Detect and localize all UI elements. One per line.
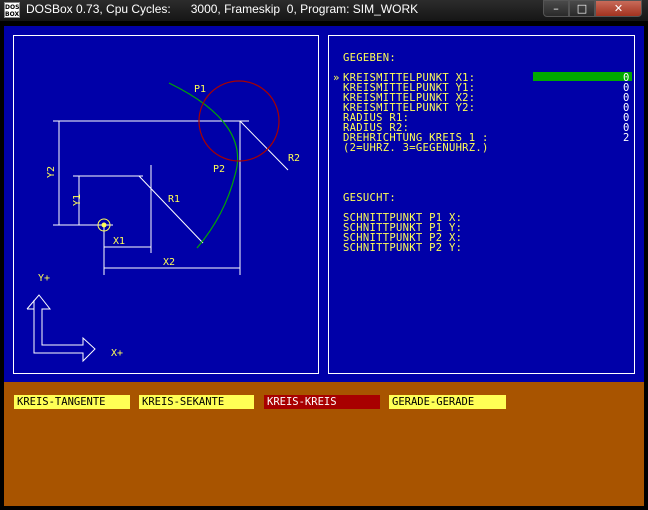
label-y1: Y1 <box>72 194 83 206</box>
label-r2: R2 <box>288 153 300 164</box>
label-r1: R1 <box>168 194 180 205</box>
menu-kreis-kreis-button[interactable]: KREIS-KREIS <box>264 395 380 409</box>
label-p1: P1 <box>194 84 206 95</box>
window-title: DOSBox 0.73, Cpu Cycles: 3000, Frameskip… <box>26 2 419 16</box>
drawing-panel <box>13 35 319 374</box>
y-axis-arrowhead <box>26 294 96 363</box>
field-label-y1: KREISMITTELPUNKT Y1: <box>343 82 476 94</box>
field-label-r2: RADIUS R2: <box>343 122 410 134</box>
circle-circle-diagram: P1 P2 R1 R2 X1 X2 Y1 Y2 X+ Y+ <box>26 80 300 363</box>
field-value-x1[interactable]: 0 <box>623 72 630 84</box>
minimize-button[interactable]: – <box>543 0 569 17</box>
menu-kreis-tangente-button[interactable]: KREIS-TANGENTE <box>14 395 130 409</box>
field-label-x1: KREISMITTELPUNKT X1: <box>343 72 476 84</box>
menu-gerade-gerade-button[interactable]: GERADE-GERADE <box>389 395 506 409</box>
main-blue-area <box>4 26 644 382</box>
field-label-x2: KREISMITTELPUNKT X2: <box>343 92 476 104</box>
result-label-p1x: SCHNITTPUNKT P1 X: <box>343 212 463 224</box>
circle1-arc <box>168 82 239 249</box>
direction-hint: (2=UHRZ. 3=GEGENUHRZ.) <box>343 142 489 154</box>
center-mark <box>97 218 111 232</box>
field-value-x2[interactable]: 0 <box>623 92 630 104</box>
window-titlebar[interactable]: DOS BOX DOSBox 0.73, Cpu Cycles: 3000, F… <box>0 0 648 22</box>
maximize-button[interactable]: □ <box>569 0 595 17</box>
circle2 <box>198 80 280 162</box>
result-label-p2y: SCHNITTPUNKT P2 Y: <box>343 242 463 254</box>
field-label-y2: KREISMITTELPUNKT Y2: <box>343 102 476 114</box>
r1-radius-line <box>138 175 204 244</box>
label-x2: X2 <box>163 257 175 268</box>
label-p2: P2 <box>213 164 225 175</box>
sought-heading: GESUCHT: <box>343 192 396 204</box>
menu-kreis-sekante-button[interactable]: KREIS-SEKANTE <box>139 395 254 409</box>
close-button[interactable]: ✕ <box>595 0 642 17</box>
field-value-y2[interactable]: 0 <box>623 102 630 114</box>
input-cursor: » <box>333 72 340 84</box>
field-value-r2[interactable]: 0 <box>623 122 630 134</box>
label-x-axis: X+ <box>111 348 123 359</box>
field-label-direction: DREHRICHTUNG KREIS 1 : <box>343 132 489 144</box>
result-label-p1y: SCHNITTPUNKT P1 Y: <box>343 222 463 234</box>
active-input-field[interactable] <box>533 72 632 81</box>
label-x1: X1 <box>113 236 125 247</box>
field-label-r1: RADIUS R1: <box>343 112 410 124</box>
field-value-y1[interactable]: 0 <box>623 82 630 94</box>
label-y-axis: Y+ <box>38 273 50 284</box>
field-value-r1[interactable]: 0 <box>623 112 630 124</box>
input-panel <box>328 35 635 374</box>
field-value-direction[interactable]: 2 <box>623 132 630 144</box>
dosbox-app-icon[interactable]: DOS BOX <box>4 2 20 18</box>
r2-radius-line <box>239 120 289 171</box>
result-label-p2x: SCHNITTPUNKT P2 X: <box>343 232 463 244</box>
given-heading: GEGEBEN: <box>343 52 396 64</box>
label-y2: Y2 <box>46 166 57 178</box>
